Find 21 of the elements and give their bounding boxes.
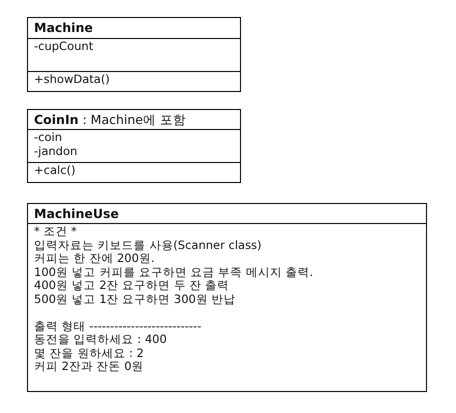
note-text: 100원 넣고 커피를 요구하면 요금 부족 메시지 출력. [34,266,314,279]
attribute-text: -jandon [34,144,78,158]
class-name: CoinIn : Machine에 포함 [34,111,187,128]
note-text: 입력자료는 키보드를 사용(Scanner class) [34,238,263,252]
class-box [27,17,241,92]
note-text: 몇 잔을 원하세요 : 2 [34,346,145,360]
method-text: +calc() [34,164,76,178]
note-text: 400원 넣고 2잔 요구하면 두 잔 출력 [34,279,230,292]
class-box [27,203,427,392]
note-text: 커피 2잔과 잔돈 0원 [34,360,145,374]
attribute-text: -cupCount [34,40,94,54]
attribute-text: -coin [34,131,63,144]
class-name: MachineUse [34,205,120,222]
method-text: +showData() [34,73,111,86]
note-text: 동전을 입력하세요 : 400 [34,333,168,346]
note-text: * 조건 * [34,225,78,238]
note-text: 500원 넣고 1잔 요구하면 300원 반납 [34,292,236,306]
note-text: 커피는 한 잔에 200원. [34,252,156,266]
class-box [27,109,241,183]
note-text: 출력 형태 --------------------------- [34,320,202,333]
class-name: Machine [34,19,94,36]
